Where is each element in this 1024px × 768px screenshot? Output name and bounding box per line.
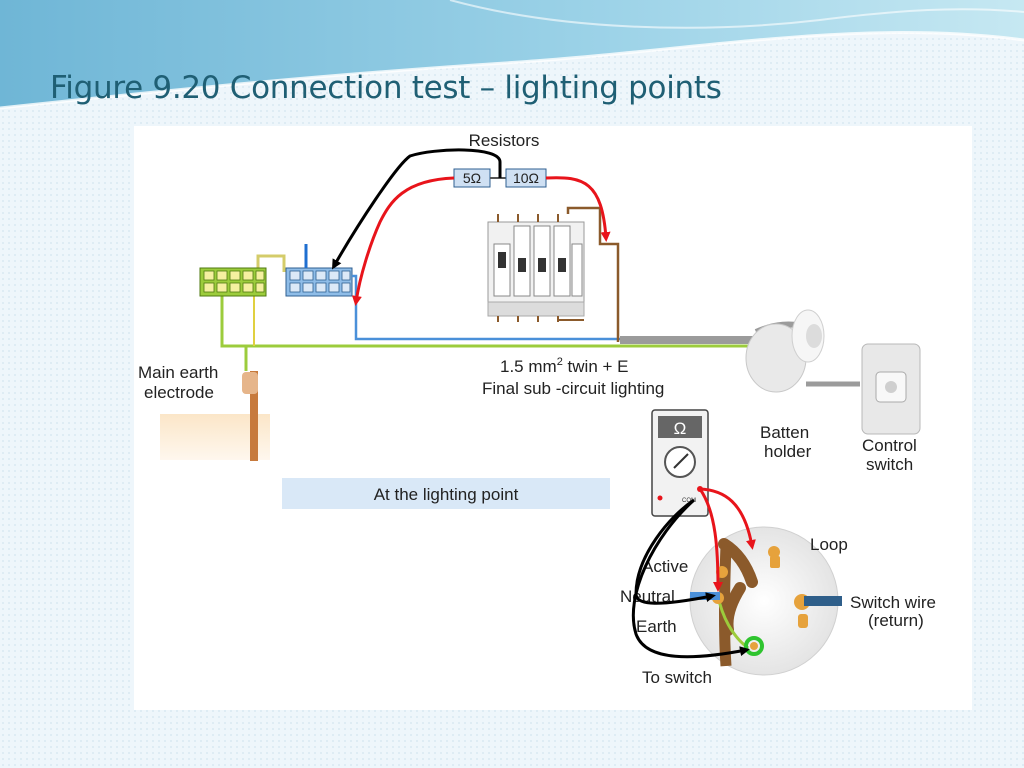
control-switch [861,343,921,435]
neutral-conductor [352,274,620,341]
slide-title: Figure 9.20 Connection test – lighting p… [50,70,722,106]
black-test-lead-switch [631,498,750,659]
red-test-lead-top-right [545,176,611,242]
main-earth-label-1: Main earth [138,363,218,382]
earth-electrode [250,371,258,461]
resistor-5-ohm: 5Ω [453,168,491,188]
ohmmeter: Ω COM [651,409,709,517]
twin-earth-cable [620,336,756,344]
cable-label-1: 1.5 mm2 twin + E [500,356,628,376]
consumer-unit-mcbs [487,214,585,322]
active-label: Active [642,557,688,576]
red-test-lead-top-left [351,176,455,306]
cable-label-2: Final sub -circuit lighting [482,379,664,398]
ohm-symbol: Ω [674,419,687,438]
red-test-lead-active [698,488,723,592]
resistor-2-label: 10Ω [513,170,539,186]
resistors-label: Resistors [469,131,540,150]
earth-terminal-bar [199,267,267,297]
batten-label-1: Batten [760,423,809,442]
red-test-lead-loop [699,487,756,550]
meter-com-label: COM [682,498,696,504]
batten-holder [745,309,860,393]
neutral-terminal-bar [285,267,353,297]
switch-wire-label-1: Switch wire [850,593,936,612]
active-conductor [566,206,620,342]
diagram-panel: 5Ω 10Ω Resistors Main earth electrode 1.… [134,126,972,710]
control-label-2: switch [866,455,913,474]
earth-label: Earth [636,617,677,636]
control-label-1: Control [862,436,917,455]
header-wave-decoration [0,0,1024,110]
resistor-1-label: 5Ω [463,170,481,186]
switch-wire-label-2: (return) [868,611,924,630]
lighting-point-banner [282,478,610,509]
connection-test-diagram: 5Ω 10Ω Resistors Main earth electrode 1.… [138,131,936,687]
main-earth-label-2: electrode [144,383,214,402]
earth-bar-link [256,254,286,272]
resistor-10-ohm: 10Ω [505,168,547,188]
loop-label: Loop [810,535,848,554]
earth-conductor [220,296,750,348]
to-switch-label: To switch [642,668,712,687]
ceiling-rose [689,526,842,676]
banner-label: At the lighting point [374,485,519,504]
black-test-lead-top [332,148,502,270]
batten-label-2: holder [764,442,812,461]
